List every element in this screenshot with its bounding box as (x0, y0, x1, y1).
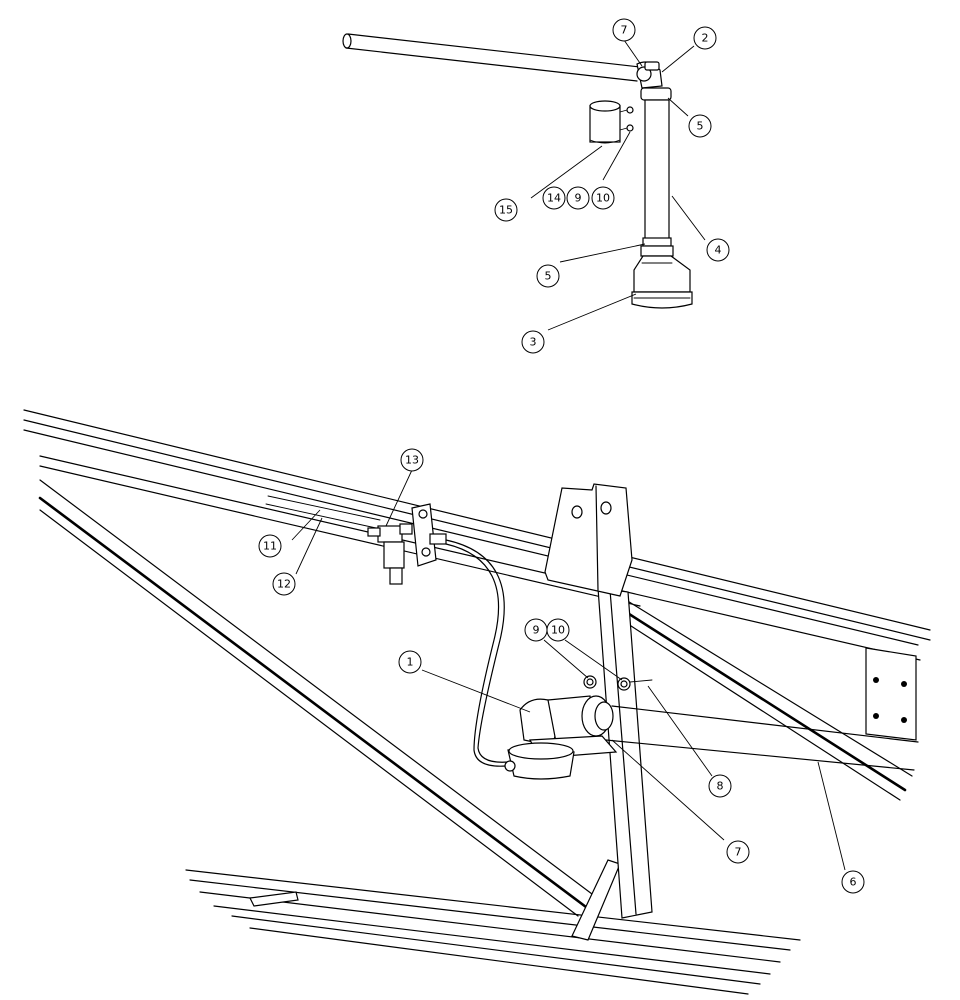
callout-11-bottom: 11 (258, 534, 282, 558)
callout-label: 9 (533, 624, 540, 637)
callout-label: 15 (499, 204, 513, 217)
bottom-detail-frame (23, 409, 931, 995)
callout-7-bottom: 7 (726, 840, 750, 864)
hose-tube (605, 705, 919, 771)
callout-label: 10 (596, 192, 610, 205)
callout-7-top: 7 (612, 18, 636, 42)
callout-label: 2 (702, 32, 709, 45)
end-plate (865, 647, 917, 741)
diagonal-brace-left (38, 479, 601, 917)
callout-4-top: 4 (706, 238, 730, 262)
callout-5-top-b: 5 (536, 264, 560, 288)
top-detail-assembly (342, 33, 706, 331)
callout-label: 4 (715, 244, 722, 257)
callout-3-top: 3 (521, 330, 545, 354)
callout-12-bottom: 12 (272, 572, 296, 596)
callout-label: 10 (551, 624, 565, 637)
callout-label: 14 (547, 192, 561, 205)
callout-label: 12 (277, 578, 291, 591)
valve-assembly (367, 503, 447, 585)
callout-5-top-a: 5 (688, 114, 712, 138)
callout-label: 7 (621, 24, 628, 37)
callout-6-bottom: 6 (841, 870, 865, 894)
main-rail (23, 409, 931, 661)
elbow-fitting (636, 61, 663, 89)
callout-label: 13 (405, 454, 419, 467)
callout-8-bottom: 8 (708, 774, 732, 798)
mount-bracket (589, 100, 634, 144)
drop-tube (631, 87, 693, 309)
callout-15-top: 15 (494, 198, 518, 222)
gusset-plate (544, 483, 633, 597)
callout-9-bottom: 9 (524, 618, 548, 642)
callout-13-bottom: 13 (400, 448, 424, 472)
callout-label: 9 (575, 192, 582, 205)
callout-10-top: 10 (591, 186, 615, 210)
callout-label: 6 (850, 876, 857, 889)
callout-label: 3 (530, 336, 537, 349)
callout-label: 5 (697, 120, 704, 133)
callout-14-top: 14 (542, 186, 566, 210)
callout-1-bottom: 1 (398, 650, 422, 674)
diagonal-brace-right (624, 599, 913, 801)
callout-label: 7 (735, 846, 742, 859)
callout-label: 5 (545, 270, 552, 283)
pump-fitting (504, 675, 653, 780)
feed-tube (342, 33, 641, 82)
callout-label: 11 (263, 540, 277, 553)
callout-2-top: 2 (693, 26, 717, 50)
bottom-rail (185, 859, 801, 995)
callout-9-top: 9 (566, 186, 590, 210)
callout-10-bottom: 10 (546, 618, 570, 642)
callout-label: 8 (717, 780, 724, 793)
callout-label: 1 (407, 656, 414, 669)
